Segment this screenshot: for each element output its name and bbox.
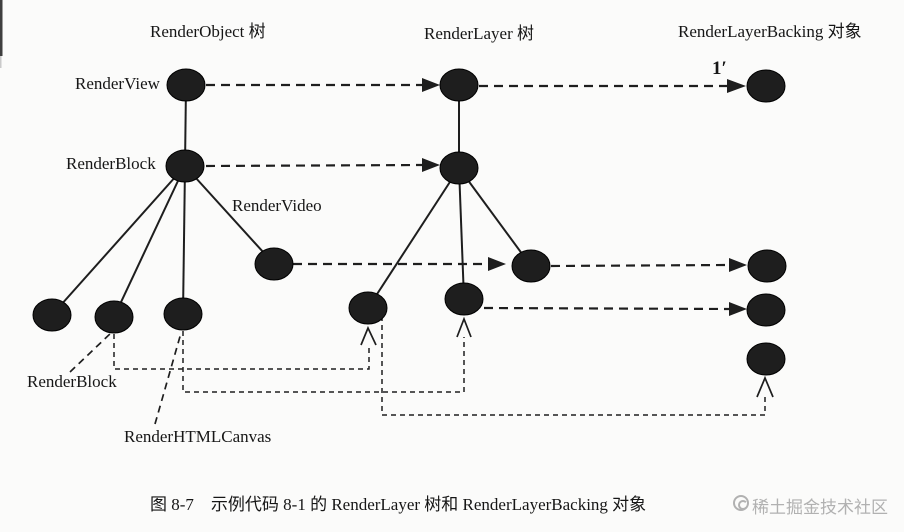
node-layer-left — [348, 291, 388, 325]
arrowhead-midlayer-to-backing — [729, 302, 747, 316]
column-title-render-object-tree: RenderObject 树 — [150, 22, 266, 41]
node-backing-1 — [746, 69, 786, 103]
node-backing-2 — [747, 249, 787, 283]
render-layer-tree-edges — [367, 85, 532, 309]
mapping-rails — [113, 316, 774, 416]
arrowhead-block-to-layer — [422, 158, 440, 172]
node-renderblock-child1 — [32, 298, 72, 332]
arrowhead-view-to-layer — [422, 78, 440, 92]
node-layer-root — [439, 68, 479, 102]
scan-edge-artifact — [0, 0, 3, 56]
arrowhead-videolayer-to-backing — [729, 258, 747, 272]
node-backing-3 — [746, 293, 786, 327]
column-title-render-layer-backing: RenderLayerBacking 对象 — [678, 22, 862, 41]
node-rendervideo — [254, 247, 294, 281]
label-renderblock-child: RenderBlock — [27, 372, 117, 391]
label-backing-index: 1′ — [712, 58, 727, 79]
node-layer-child — [439, 151, 479, 185]
label-renderview: RenderView — [75, 74, 160, 93]
label-rendervideo: RenderVideo — [232, 196, 322, 215]
node-renderblock-child2 — [94, 300, 134, 334]
mapping-arrows — [205, 78, 747, 316]
node-backing-4 — [746, 342, 786, 376]
uparrow-into-middle-layer — [456, 316, 472, 338]
label-renderblock: RenderBlock — [66, 154, 156, 173]
node-layer-middle — [444, 282, 484, 316]
uparrow-into-left-layer — [360, 325, 377, 346]
arrowhead-layer-to-backing1 — [727, 79, 746, 93]
figure-caption: 图 8-7 示例代码 8-1 的 RenderLayer 树和 RenderLa… — [150, 495, 647, 514]
uparrow-into-backing4 — [756, 375, 774, 398]
node-renderhtmlcanvas — [163, 297, 203, 331]
label-renderhtmlcanvas: RenderHTMLCanvas — [124, 427, 272, 446]
watermark-text: 稀土掘金技术社区 — [752, 498, 888, 517]
node-layer-video — [511, 249, 551, 283]
render-object-tree-edges — [51, 84, 275, 318]
juejin-logo-icon — [733, 495, 749, 511]
label-leaders — [69, 331, 182, 425]
node-renderview — [166, 68, 206, 102]
arrowhead-video-to-layer — [488, 257, 506, 271]
node-renderblock — [165, 149, 205, 183]
scan-edge-artifact-fade — [0, 56, 2, 68]
column-title-render-layer-tree: RenderLayer 树 — [424, 24, 534, 43]
